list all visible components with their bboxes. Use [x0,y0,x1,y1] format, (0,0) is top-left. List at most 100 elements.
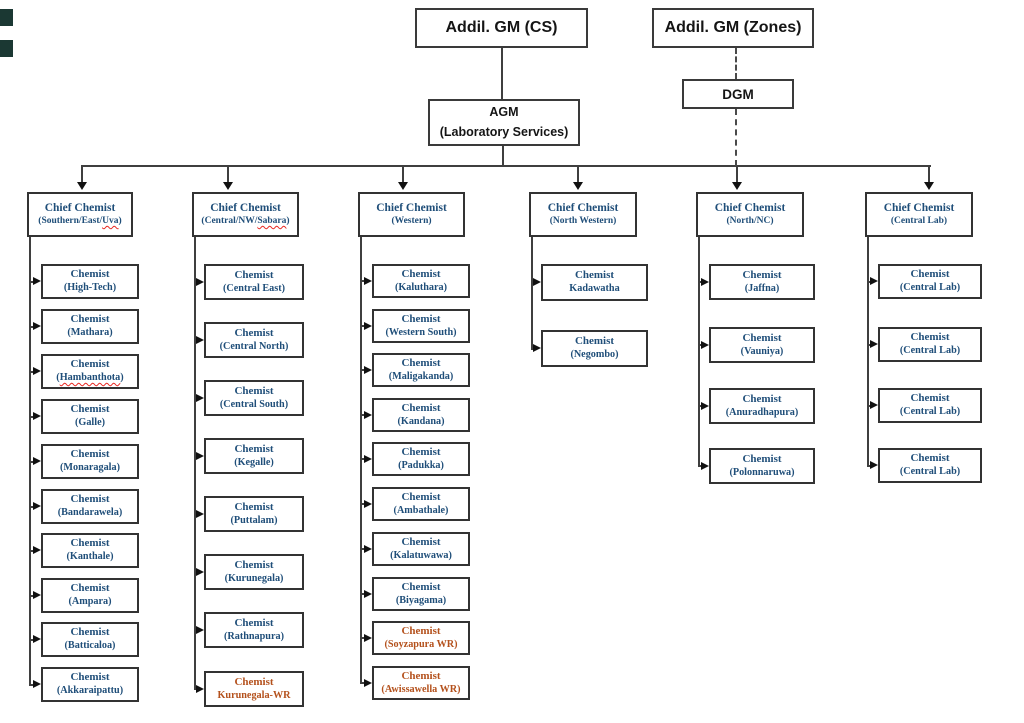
chemist-location: (Mathara) [67,327,113,338]
chemist-title: Chemist [401,580,441,593]
chemist-location: (Western South) [385,326,457,338]
chemist-location: (Awissawella WR) [381,683,461,695]
chemist-box: Chemist(Rathnapura) [204,612,304,648]
chemist-box: Chemist(Ampara) [41,578,139,613]
chemist-title: Chemist [401,267,441,280]
connector-child [867,280,872,283]
connector-agm-bus [502,146,504,166]
chemist-location: (Batticaloa) [64,640,116,651]
chemist-title: Chemist [742,392,782,405]
chemist-title: Chemist [742,331,782,344]
arrowhead-down [573,182,583,190]
chemist-location: (Central Lab) [899,282,961,293]
chemist-box: Chemist(High-Tech) [41,264,139,299]
chief-chemist-region: (Central Lab) [890,215,948,226]
chemist-box: Chemist(Hambanthota) [41,354,139,389]
chemist-title: Chemist [234,268,274,281]
arrowhead-right [33,680,41,688]
arrowhead-right [196,451,204,460]
edge-artifact-square [0,9,13,26]
chemist-title: Chemist [910,452,950,465]
chemist-box: Chemist(Kaluthara) [372,264,470,298]
chemist-title: Chemist [234,558,274,571]
arrowhead-right [33,277,41,285]
chemist-title: Chemist [70,358,110,371]
agm-lab-services-box: AGM (Laboratory Services) [428,99,580,146]
chemist-title: Chemist [401,312,441,325]
chemist-location: (Kegalle) [234,456,274,468]
arrowhead-right [33,635,41,643]
chemist-box: Chemist(Monaragala) [41,444,139,479]
connector-child [29,370,35,373]
chemist-box: Chemist(Negombo) [541,330,648,367]
connector-bus-drop [402,166,404,183]
misspelled-word: Hambanthota [59,372,121,383]
connector-child [360,414,366,416]
chemist-title: Chemist [401,401,441,414]
chemist-box: Chemist(Kalatuwawa) [372,532,470,566]
arrowhead-right [196,335,204,344]
connector-child [867,464,872,467]
chemist-location: (Negombo) [570,349,619,360]
connector-bus-drop [227,166,229,183]
chemist-box: Chemist(Kandana) [372,398,470,432]
chemist-title: Chemist [401,535,441,548]
connector-child [698,281,703,283]
chemist-title: Chemist [401,490,441,503]
connector-child [29,460,35,463]
chemist-box: Chemist(Batticaloa) [41,622,139,657]
chemist-title: Chemist [70,671,110,684]
connector-child [360,280,366,282]
chemist-location: (Central Lab) [899,345,961,356]
connector-dgm-bus-dashed [735,109,737,166]
chief-chemist-box: Chief Chemist(Central/NW/Sabara) [192,192,299,237]
arrowhead-right [533,344,541,352]
chemist-title: Chemist [574,335,615,348]
arrowhead-right [870,401,878,409]
addl-gm-cs-label: Addil. GM (CS) [445,19,558,36]
arrowhead-right [364,544,372,553]
connector-bus-drop [81,166,83,183]
arrowhead-right [196,684,204,693]
arrowhead-right [364,276,372,285]
chemist-location: (Akkaraipattu) [56,685,124,696]
addl-gm-cs-box: Addil. GM (CS) [415,8,588,48]
chemist-location: (Ampara) [68,596,112,607]
chemist-box: Chemist(Mathara) [41,309,139,344]
arrowhead-right [701,401,709,410]
chemist-location: (Biyagama) [395,594,447,606]
chemist-box: Chemist(Kegalle) [204,438,304,474]
chemist-box: Chemist(Maligakanda) [372,353,470,387]
chemist-box: Chemist(Central Lab) [878,264,982,299]
chemist-location: (Jaffna) [744,282,780,294]
agm-label-line2: (Laboratory Services) [439,124,569,139]
arrowhead-right [701,277,709,286]
connector-child [29,415,35,418]
connector-bus-drop [928,166,930,183]
chemist-box: Chemist(Central South) [204,380,304,416]
chemist-box: Chemist(Bandarawela) [41,489,139,524]
chief-chemist-region: (Southern/East/Uva) [38,215,122,226]
chemist-location: Kurunegala-WR [217,689,291,701]
connector-child [360,325,366,327]
chemist-title: Chemist [70,403,110,416]
chemist-location: (Monaragala) [60,462,120,473]
dgm-label: DGM [722,86,754,102]
chemist-box: Chemist(Ambathale) [372,487,470,521]
chemist-location: (Kurunegala) [224,572,284,584]
connector-child [29,280,35,283]
connector-branch [531,237,533,349]
arrowhead-right [196,567,204,576]
chemist-location: (Ambathale) [393,504,449,516]
chief-chemist-region: (Western) [391,215,432,226]
chemist-title: Chemist [742,452,782,465]
connector-child [29,325,35,328]
chief-chemist-region: (North/NC) [726,215,774,226]
chemist-title: Chemist [401,624,441,637]
chemist-box: Chemist(Padukka) [372,442,470,476]
chief-chemist-title: Chief Chemist [547,202,619,215]
chemist-location: (Polonnaruwa) [729,466,795,478]
chemist-box: Chemist(Polonnaruwa) [709,448,815,484]
connector-child [360,593,366,595]
